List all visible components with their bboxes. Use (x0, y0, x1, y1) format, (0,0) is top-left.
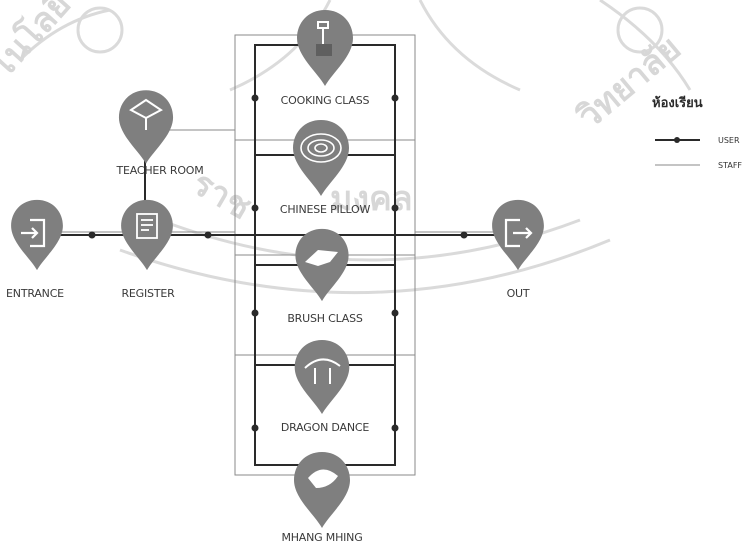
pin-register (121, 200, 173, 270)
label-brush-class: BRUSH CLASS (287, 312, 363, 325)
svg-text:วิทยาลัย: วิทยาลัย (569, 28, 688, 137)
label-out: OUT (507, 287, 530, 300)
label-cooking-class: COOKING CLASS (281, 94, 370, 107)
legend-staff-label: STAFF (718, 161, 742, 170)
label-teacher-room: TEACHER ROOM (115, 164, 203, 177)
label-entrance: ENTRANCE (6, 287, 64, 300)
legend-user: USER (655, 136, 740, 145)
pin-out (492, 200, 544, 270)
pin-entrance (11, 200, 63, 270)
label-chinese-pillow: CHINESE PILLOW (280, 203, 371, 216)
pin-dragon-dance (295, 340, 350, 414)
label-dragon-dance: DRAGON DANCE (281, 421, 369, 434)
pin-mhang-mhing (294, 452, 350, 528)
legend-staff: STAFF (655, 161, 742, 170)
legend-user-label: USER (718, 136, 740, 145)
legend: ห้องเรียน USER STAFF (652, 95, 742, 170)
pin-cooking-class (297, 10, 353, 86)
label-register: REGISTER (121, 287, 175, 300)
pin-teacher-room (119, 90, 173, 163)
label-mhang-mhing: MHANG MHING (281, 531, 362, 544)
svg-text:โนโลยี: โนโลยี (0, 0, 79, 87)
legend-title: ห้องเรียน (652, 95, 703, 111)
